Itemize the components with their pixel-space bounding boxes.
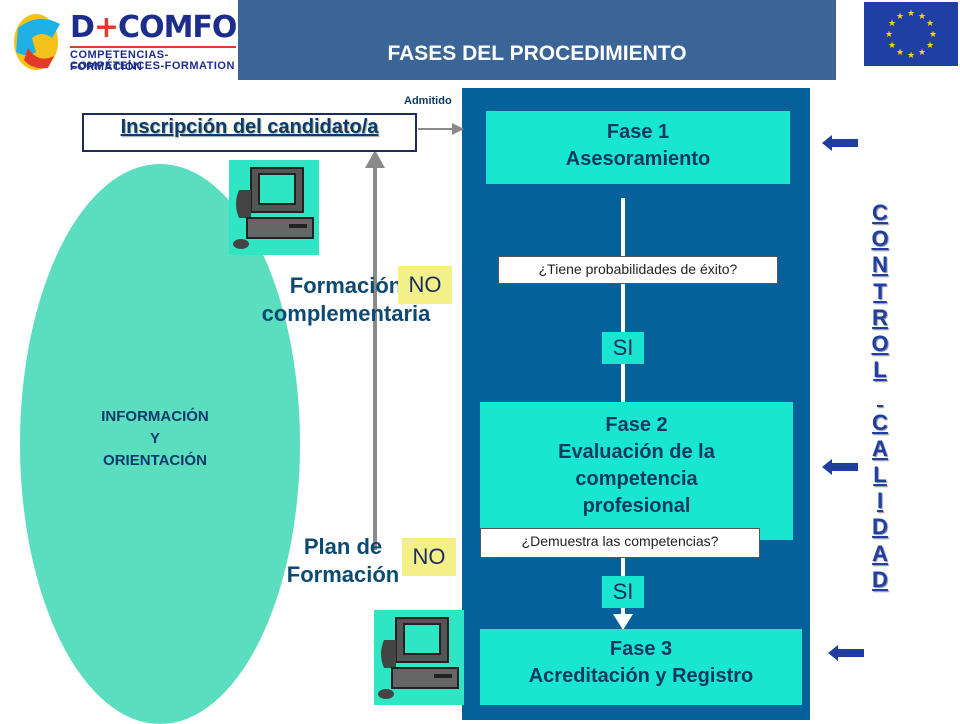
arrow-left-icon (822, 459, 858, 475)
admitted-label: Admitido (404, 95, 452, 107)
connector-line (621, 556, 625, 578)
svg-text:★: ★ (888, 19, 896, 29)
svg-text:★: ★ (926, 19, 934, 29)
page-title: FASES DEL PROCEDIMIENTO (387, 42, 687, 65)
connector-line (621, 364, 625, 404)
eu-flag-icon: ★★★ ★★★ ★★★ ★★★ (864, 2, 958, 66)
yes-label: SI (602, 576, 644, 608)
svg-text:★: ★ (885, 30, 893, 40)
question-success-probability: ¿Tiene probabilidades de éxito? (498, 256, 778, 284)
computer-icon (229, 160, 319, 255)
arrow-right-icon (418, 123, 464, 135)
connector-line (621, 282, 625, 334)
logo-subtitle-es: COMPETENCIAS-FORMACIÓN (70, 46, 236, 73)
svg-text:★: ★ (907, 9, 915, 19)
training-plan-label: Plan de Formación (286, 534, 400, 587)
svg-text:★: ★ (929, 30, 937, 40)
registration-box (82, 113, 417, 152)
header-band (238, 0, 836, 80)
svg-text:★: ★ (907, 51, 915, 61)
connector-line (621, 198, 625, 258)
arrow-left-icon (828, 645, 864, 661)
registration-label: Inscripción del candidato/a (120, 116, 379, 138)
yes-label: SI (602, 332, 644, 364)
svg-text:★: ★ (918, 48, 926, 58)
dcomfor-logo: D+COMFOR COMPETENCIAS-FORMACIÓN COMPÉTEN… (8, 8, 260, 74)
phase-3-box: Fase 3 Acreditación y Registro (480, 629, 802, 705)
complementary-training-label: Formación complementaria (261, 273, 431, 326)
no-label: NO (402, 538, 456, 576)
no-label: NO (398, 266, 452, 304)
phase-1-box: Fase 1 Asesoramiento (486, 111, 790, 184)
information-orientation-ellipse (20, 164, 300, 724)
face-icon (14, 14, 60, 70)
return-arrow (365, 150, 385, 550)
svg-text:★: ★ (926, 41, 934, 51)
arrow-left-icon (822, 135, 858, 151)
svg-text:★: ★ (896, 48, 904, 58)
computer-icon (374, 610, 464, 705)
question-demonstrates-competencies: ¿Demuestra las competencias? (480, 528, 760, 558)
information-orientation-label: INFORMACIÓN Y ORIENTACIÓN (101, 408, 209, 469)
phase-2-box: Fase 2 Evaluación de la competencia prof… (480, 402, 793, 540)
svg-text:★: ★ (918, 12, 926, 22)
svg-text:★: ★ (888, 41, 896, 51)
logo-wordmark: D+COMFOR (70, 10, 260, 45)
arrow-down-icon (613, 614, 633, 630)
quality-control-label: C O N T R O L C A L I D A D (871, 200, 889, 592)
logo-subtitle-fr: COMPÉTENCES-FORMATION (70, 60, 235, 72)
svg-text:★: ★ (896, 12, 904, 22)
